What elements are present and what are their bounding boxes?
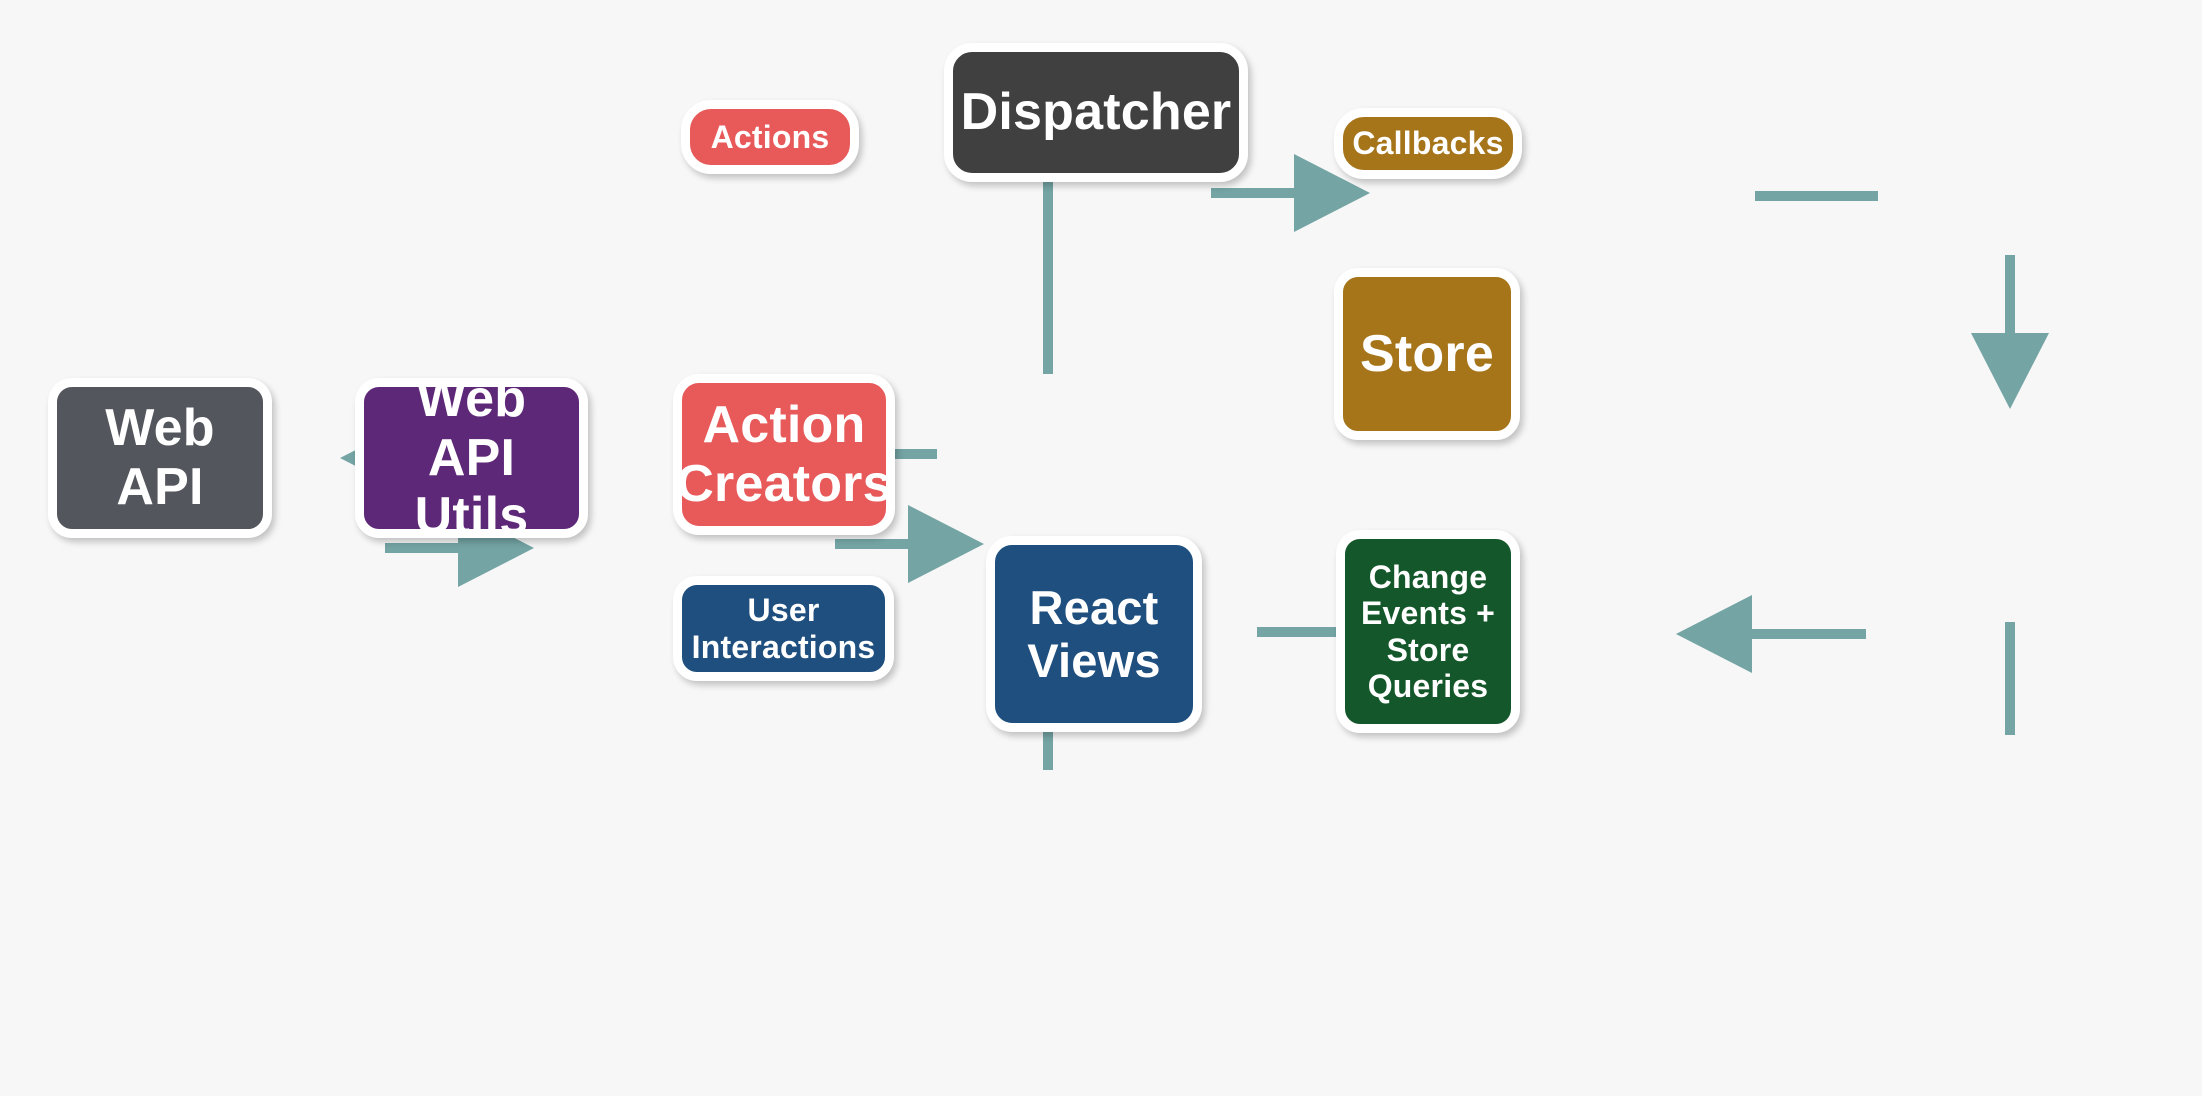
node-action-creators[interactable]: Action Creators <box>673 374 895 535</box>
node-web-api-utils[interactable]: Web API Utils <box>355 370 588 545</box>
node-web-api[interactable]: Web API <box>48 378 272 538</box>
node-react-views[interactable]: React Views <box>986 536 1202 732</box>
node-store[interactable]: Store <box>1334 268 1520 440</box>
node-callbacks[interactable]: Callbacks <box>1334 108 1522 179</box>
node-dispatcher[interactable]: Dispatcher <box>944 43 1248 182</box>
node-user-interactions[interactable]: User Interactions <box>673 576 894 681</box>
node-change-events-store-queries[interactable]: Change Events + Store Queries <box>1336 530 1520 733</box>
node-actions[interactable]: Actions <box>681 100 859 174</box>
